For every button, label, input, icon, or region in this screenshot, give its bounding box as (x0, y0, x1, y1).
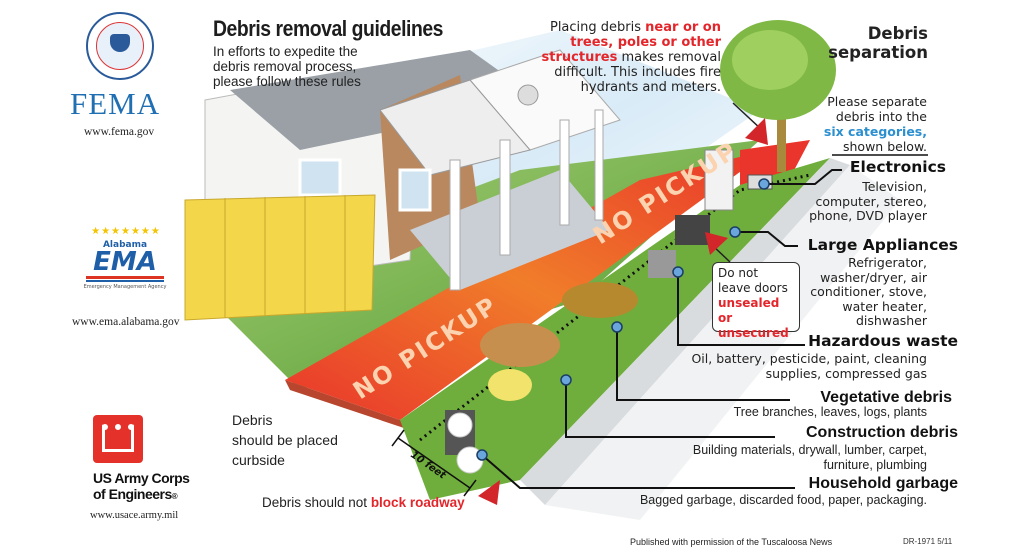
curbside-note: Debris should be placed curbside (232, 412, 338, 468)
tree (720, 20, 836, 172)
roadway-note: Debris should not block roadway (262, 495, 465, 510)
tree-no-pickup-zone (740, 140, 810, 185)
separation-title: Debris separation (828, 24, 928, 62)
category-electronics-heading: Electronics (849, 158, 946, 176)
footer-code: DR-1971 5/11 (903, 537, 953, 546)
footer-credit: Published with permission of the Tuscalo… (630, 537, 833, 547)
curb (520, 158, 850, 505)
road (545, 165, 900, 520)
category-household-garbage-desc: Bagged garbage, discarded food, paper, p… (639, 493, 927, 507)
category-electronics-desc: Television,computer, stereo,phone, DVD p… (809, 179, 927, 223)
category-vegetative-debris-heading: Vegetative debris (820, 389, 952, 406)
fema-url[interactable]: www.fema.gov (84, 126, 155, 138)
doors-arrow-icon (705, 232, 728, 255)
alabama-ema-logo: ★★★★★★★ Alabama EMA Emergency Management… (83, 226, 167, 290)
category-large-appliances-heading: Large Appliances (807, 236, 958, 254)
stars-icon: ★★★★★★★ (91, 226, 161, 237)
category-construction-debris-heading: Construction debris (805, 424, 958, 441)
no-pickup-strip-edge (285, 380, 410, 430)
doors-callout-box: Do not leave doors unsealed or unsecured (712, 262, 800, 340)
category-hazardous-waste-desc: Oil, battery, pesticide, paint, cleaning… (691, 351, 927, 381)
category-dots (476, 178, 770, 461)
category-connectors (481, 169, 842, 489)
dhs-seal (86, 12, 154, 80)
tree-arrow-icon (745, 118, 768, 145)
category-vegetative-debris-desc: Tree branches, leaves, logs, plants (733, 405, 927, 419)
no-pickup-strip (285, 150, 770, 420)
castle-icon (102, 424, 134, 452)
usace-name: US Army Corps of Engineers® (93, 470, 190, 502)
tree-callout-pointer (732, 102, 763, 131)
roadway-arrow-icon (478, 480, 500, 505)
usace-castle-logo (93, 415, 143, 463)
yellow-fence (184, 194, 376, 321)
usace-url[interactable]: www.usace.army.mil (90, 510, 179, 521)
fema-logo: FEMA (70, 86, 161, 121)
trees-callout: Placing debris near or on trees, poles o… (541, 20, 721, 95)
category-hazardous-waste-heading: Hazardous waste (808, 332, 958, 350)
page-title: Debris removal guidelines (213, 16, 444, 41)
category-construction-debris-desc: Building materials, drywall, lumber, car… (692, 443, 927, 472)
ema-url[interactable]: www.ema.alabama.gov (72, 316, 180, 328)
separation-intro: Please separate debris into the six cate… (823, 94, 927, 154)
distance-line (397, 437, 471, 489)
distance-tick (463, 479, 477, 497)
distance-tick (391, 429, 405, 447)
page-subtitle: In efforts to expedite the debris remova… (213, 44, 361, 89)
category-household-garbage-heading: Household garbage (808, 475, 958, 492)
